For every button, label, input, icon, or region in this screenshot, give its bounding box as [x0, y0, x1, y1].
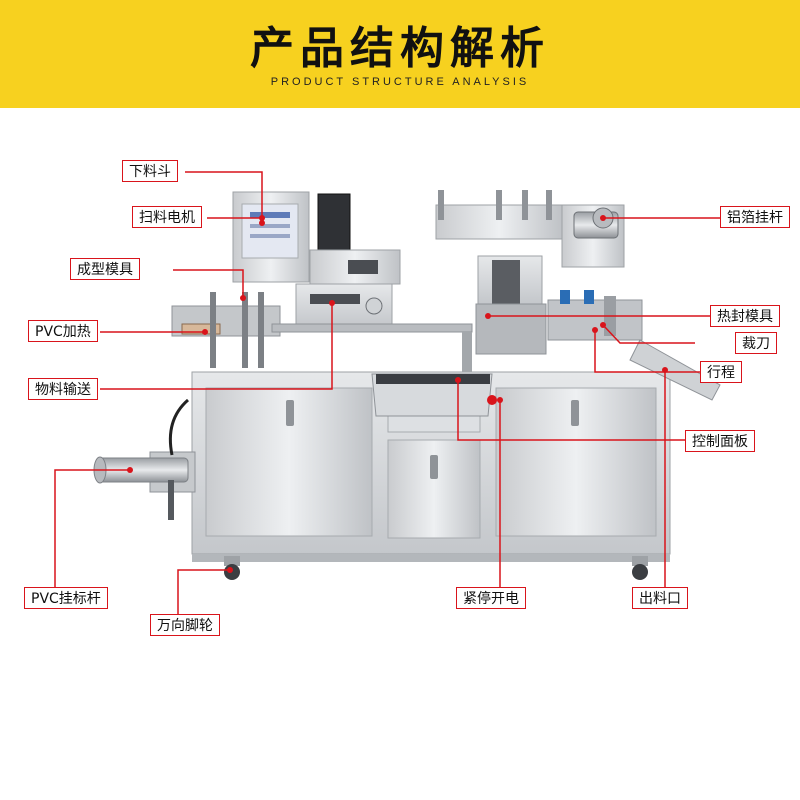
pvc-roll-holder: [93, 398, 196, 520]
label-foil-rod: 铝箔挂杆: [720, 206, 790, 228]
page-subtitle: PRODUCT STRUCTURE ANALYSIS: [270, 76, 530, 88]
label-stroke: 行程: [700, 361, 742, 383]
page-title: 产品结构解析: [250, 23, 550, 74]
cabinet: [191, 371, 671, 562]
label-emergency-stop: 紧停开电: [456, 587, 526, 609]
label-pvc-heating: PVC加热: [28, 320, 98, 342]
label-outlet: 出料口: [632, 587, 688, 609]
leader-dots: [127, 215, 668, 573]
label-cutter: 裁刀: [735, 332, 777, 354]
sealing-section: [435, 190, 721, 401]
emergency-stop-button: [487, 395, 497, 405]
label-sweep-motor: 扫料电机: [132, 206, 202, 228]
label-caster: 万向脚轮: [150, 614, 220, 636]
label-heat-seal-mold: 热封模具: [710, 305, 780, 327]
header-banner: [0, 0, 800, 108]
label-forming-mold: 成型模具: [70, 258, 140, 280]
label-control-panel: 控制面板: [685, 430, 755, 452]
label-material-feed: 物料输送: [28, 378, 98, 400]
label-hopper: 下料斗: [122, 160, 178, 182]
forming-section: [171, 191, 473, 372]
label-pvc-rod: PVC挂标杆: [24, 587, 108, 609]
control-panel-device: [371, 373, 497, 417]
